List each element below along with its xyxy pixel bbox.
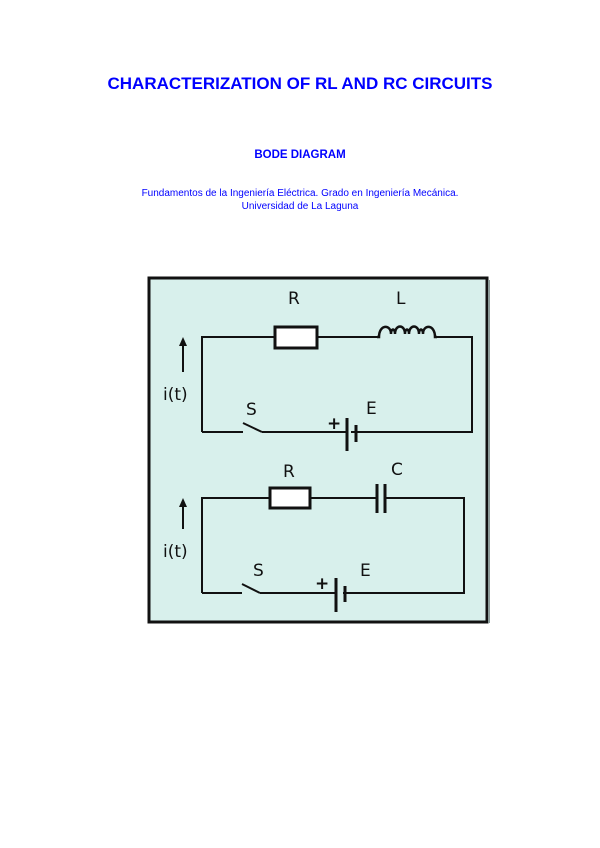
rl-circuit	[179, 325, 473, 451]
rc-current-label: i(t)	[163, 542, 188, 562]
affiliation: Fundamentos de la Ingeniería Eléctrica. …	[0, 187, 600, 213]
rc-current-arrow-head	[179, 498, 187, 507]
rc-resistor-label: R	[283, 462, 295, 482]
circuit-diagram: R L S E + i(t) R C S E +	[147, 276, 490, 624]
rc-switch-blade	[241, 583, 261, 594]
rc-wire-left	[201, 497, 270, 593]
rl-wire-right	[351, 336, 473, 433]
rl-resistor	[273, 325, 319, 350]
rl-polarity-label: +	[327, 414, 341, 434]
rl-source-label: E	[366, 399, 377, 419]
rl-switch-blade	[242, 422, 263, 433]
rl-switch-label: S	[246, 400, 257, 420]
rc-resistor	[268, 486, 312, 510]
rc-circuit	[179, 484, 465, 612]
rl-current-arrow-head	[179, 337, 187, 346]
affiliation-line-1: Fundamentos de la Ingeniería Eléctrica. …	[141, 188, 459, 199]
rc-polarity-label: +	[315, 574, 329, 594]
circuit-figure: R L S E + i(t) R C S E +	[147, 276, 491, 624]
rl-resistor-label: R	[288, 289, 300, 309]
rl-wire-left	[201, 336, 275, 432]
rc-source-label: E	[360, 561, 371, 581]
document-subtitle: BODE DIAGRAM	[254, 149, 346, 161]
affiliation-line-2: Universidad de La Laguna	[241, 201, 359, 212]
rl-inductor	[377, 325, 437, 339]
rl-inductor-label: L	[396, 289, 406, 309]
rc-capacitor-label: C	[391, 460, 403, 480]
rc-wire-right	[343, 497, 465, 594]
rl-current-label: i(t)	[163, 385, 188, 405]
rc-switch-label: S	[253, 561, 264, 581]
document-title: CHARACTERIZATION OF RL AND RC CIRCUITS	[107, 74, 493, 93]
